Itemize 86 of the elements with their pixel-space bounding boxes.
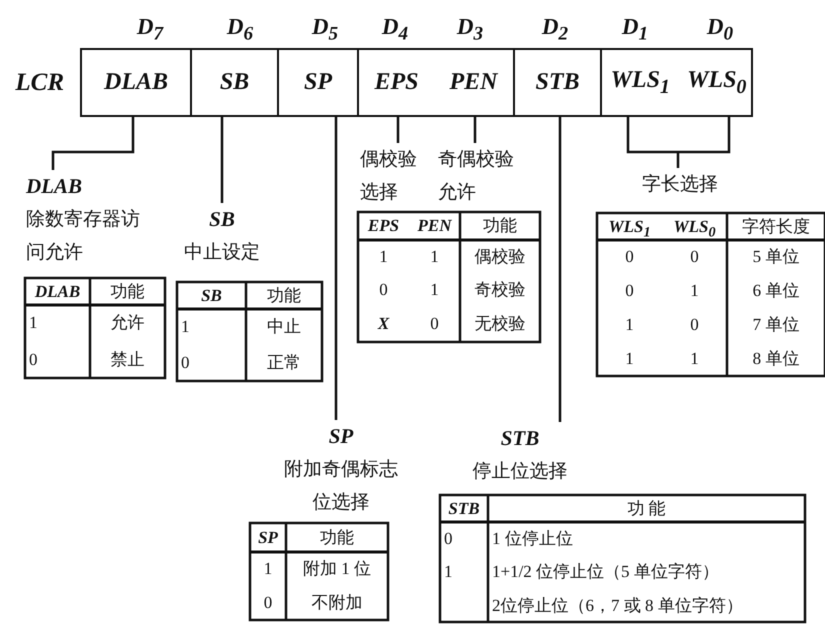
table-value: 1 [429, 246, 440, 268]
field-description: 偶校验选择 [360, 148, 418, 205]
table-value: 1 位停止位 [492, 528, 574, 550]
table-value: 中止 [266, 316, 302, 338]
table-header: 功能 [110, 281, 146, 303]
table-header: WLS$_{1}$ [607, 216, 652, 240]
bit-name: EPS [374, 69, 418, 96]
table-value: 0 [689, 314, 700, 336]
field-name: DLAB [26, 173, 84, 200]
table-value: 0 [378, 279, 389, 301]
bit-number: D$_{4}$ [380, 14, 410, 46]
bit-number: D$_{0}$ [706, 14, 734, 46]
leader-line [396, 115, 400, 143]
bit-number: D$_{1}$ [620, 14, 650, 46]
table-header: 字符长度 [741, 216, 811, 238]
register-name: LCR [15, 68, 64, 96]
table-value: 1 [378, 246, 389, 268]
table-header: WLS$_{0}$ [672, 216, 717, 240]
leader-line [474, 115, 476, 143]
table-value: 奇校验 [474, 279, 526, 301]
table-value: 1 [624, 314, 635, 336]
table-value: 1 [429, 279, 440, 301]
field-description: 停止位选择 [472, 460, 568, 484]
bit-number: D$_{3}$ [456, 14, 484, 46]
table-value: 1 [689, 348, 700, 370]
bit-number: D$_{5}$ [310, 14, 340, 46]
table-value: 8 单位 [752, 348, 800, 370]
table-value: 2位停止位（6，7 或 8 单位字符） [492, 595, 744, 617]
field-description: 附加奇偶标志位选择 [283, 458, 399, 515]
field-name: SB [208, 206, 236, 233]
leader-line [334, 115, 338, 420]
table-value: 1 [444, 561, 454, 583]
table-value: 5 单位 [752, 246, 800, 268]
bit-name: STB [535, 69, 580, 96]
table-header: 功 能 [626, 498, 667, 520]
table-value: 1 [181, 316, 190, 338]
table-value: 允许 [110, 312, 146, 334]
table-value: 1 [262, 558, 274, 580]
field-description: 奇偶校验允许 [438, 148, 515, 205]
field-name: SP [328, 423, 354, 450]
table-value: 0 [29, 349, 38, 371]
table-header: SP [257, 527, 279, 549]
table-value: 无校验 [474, 313, 526, 335]
bit-name: SB [220, 69, 250, 96]
table-value: 0 [181, 352, 190, 374]
leader-line [220, 115, 224, 203]
table-header: 功能 [482, 215, 518, 237]
table-value: 1+1/2 位停止位（5 单位字符） [492, 561, 720, 583]
table-header: 功能 [266, 285, 302, 307]
table-value: 0 [429, 313, 440, 335]
table-value: 正常 [266, 352, 302, 374]
bit-name: WLS$_{0}$ [687, 66, 746, 98]
table-header: DLAB [34, 281, 82, 303]
table-header: SB [200, 285, 223, 307]
bit-name: WLS$_{1}$ [610, 66, 670, 98]
table-value: 附加 1 位 [302, 558, 372, 580]
table-value: X [376, 313, 390, 335]
table-value: 1 [29, 312, 38, 334]
leader-line [558, 115, 562, 422]
field-name: STB [500, 425, 540, 452]
table-header: 功能 [319, 527, 355, 549]
leader-line [52, 115, 134, 170]
table-value: 偶校验 [474, 246, 526, 268]
table-value: 0 [689, 246, 700, 268]
table-value: 1 [689, 280, 700, 302]
table-value: 0 [624, 280, 635, 302]
table-value: 不附加 [310, 592, 364, 614]
table-value: 1 [624, 348, 635, 370]
table-header: PEN [416, 215, 453, 237]
bit-number: D$_{2}$ [540, 14, 570, 46]
bit-name: PEN [449, 69, 498, 96]
bit-name: DLAB [104, 69, 168, 96]
table-value: 7 单位 [752, 314, 800, 336]
table-value: 0 [624, 246, 635, 268]
table-value: 0 [262, 592, 274, 614]
table-header: STB [447, 498, 481, 520]
field-description: 中止设定 [183, 241, 261, 265]
field-description: 除数寄存器访问允许 [26, 208, 141, 265]
bit-name: SP [304, 69, 332, 96]
table-value: 禁止 [110, 349, 146, 371]
bit-number: D$_{7}$ [136, 14, 165, 46]
field-description: 字长选择 [641, 173, 719, 197]
table-value: 0 [444, 528, 454, 550]
table-header: EPS [366, 215, 400, 237]
bit-number: D$_{6}$ [226, 14, 254, 46]
table-value: 6 单位 [752, 280, 800, 302]
